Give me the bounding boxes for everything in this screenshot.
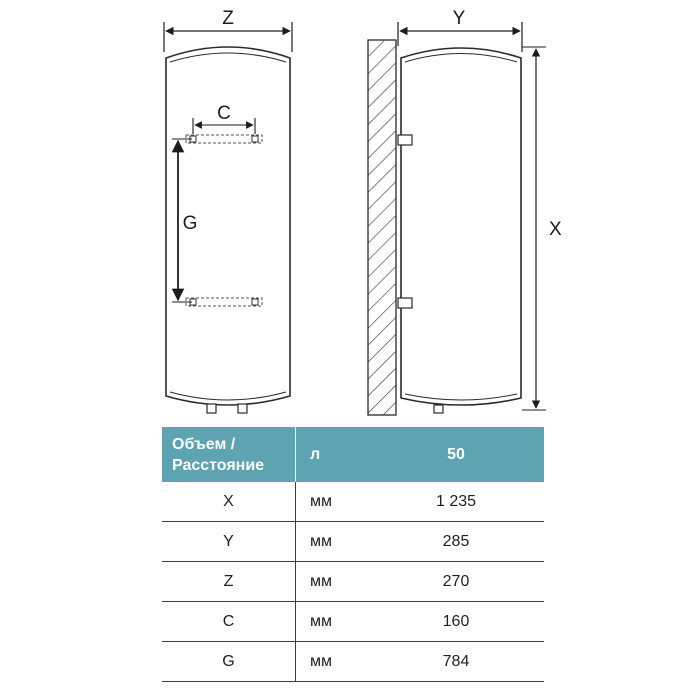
row-value: 285 — [368, 521, 544, 562]
side-bottom-curve — [404, 393, 518, 401]
g-label: G — [183, 213, 198, 234]
table-row: C мм 160 — [162, 601, 544, 642]
row-unit: мм — [295, 601, 368, 642]
front-bottom-curve — [169, 391, 287, 401]
row-value: 1 235 — [368, 482, 544, 522]
row-param: Z — [162, 561, 296, 602]
upper-bracket-hole-right — [251, 135, 259, 143]
row-value: 160 — [368, 601, 544, 642]
row-value: 784 — [368, 641, 544, 682]
lower-mounting-bracket — [185, 297, 263, 307]
header-volume: 50 — [368, 427, 544, 482]
side-tank-body — [400, 47, 522, 406]
row-unit: мм — [295, 641, 368, 682]
table-row: G мм 784 — [162, 641, 544, 682]
row-param: Y — [162, 521, 296, 562]
wall-hatched — [367, 39, 397, 416]
side-lower-bracket — [397, 297, 413, 309]
dimensions-table: Объем /Расстояние л 50 X мм 1 235 Y мм 2… — [162, 427, 544, 682]
row-unit: мм — [295, 521, 368, 562]
table-row: Z мм 270 — [162, 561, 544, 602]
front-view: Z C G — [163, 8, 293, 414]
row-param: X — [162, 482, 296, 522]
table-row: Y мм 285 — [162, 521, 544, 562]
upper-mounting-bracket — [185, 134, 263, 144]
row-unit: мм — [295, 561, 368, 602]
side-upper-bracket — [397, 134, 413, 146]
row-param: C — [162, 601, 296, 642]
header-unit: л — [295, 427, 368, 482]
side-top-curve — [404, 53, 518, 63]
header-param: Объем /Расстояние — [162, 427, 296, 482]
y-label: Y — [453, 8, 466, 29]
front-pipe-left — [206, 403, 217, 414]
x-label: X — [549, 219, 562, 240]
side-pipe — [433, 404, 444, 414]
z-label: Z — [222, 8, 234, 29]
table-header-row: Объем /Расстояние л 50 — [162, 427, 544, 482]
lower-bracket-hole-right — [251, 298, 259, 306]
c-label: C — [217, 103, 231, 124]
side-view: Y X — [367, 8, 562, 416]
row-param: G — [162, 641, 296, 682]
front-pipe-right — [237, 403, 248, 414]
table-row: X мм 1 235 — [162, 482, 544, 522]
row-value: 270 — [368, 561, 544, 602]
row-unit: мм — [295, 482, 368, 522]
front-top-curve — [169, 52, 287, 63]
front-tank-body — [165, 46, 291, 406]
water-heater-dimension-diagram: Z C G Y — [163, 8, 562, 416]
